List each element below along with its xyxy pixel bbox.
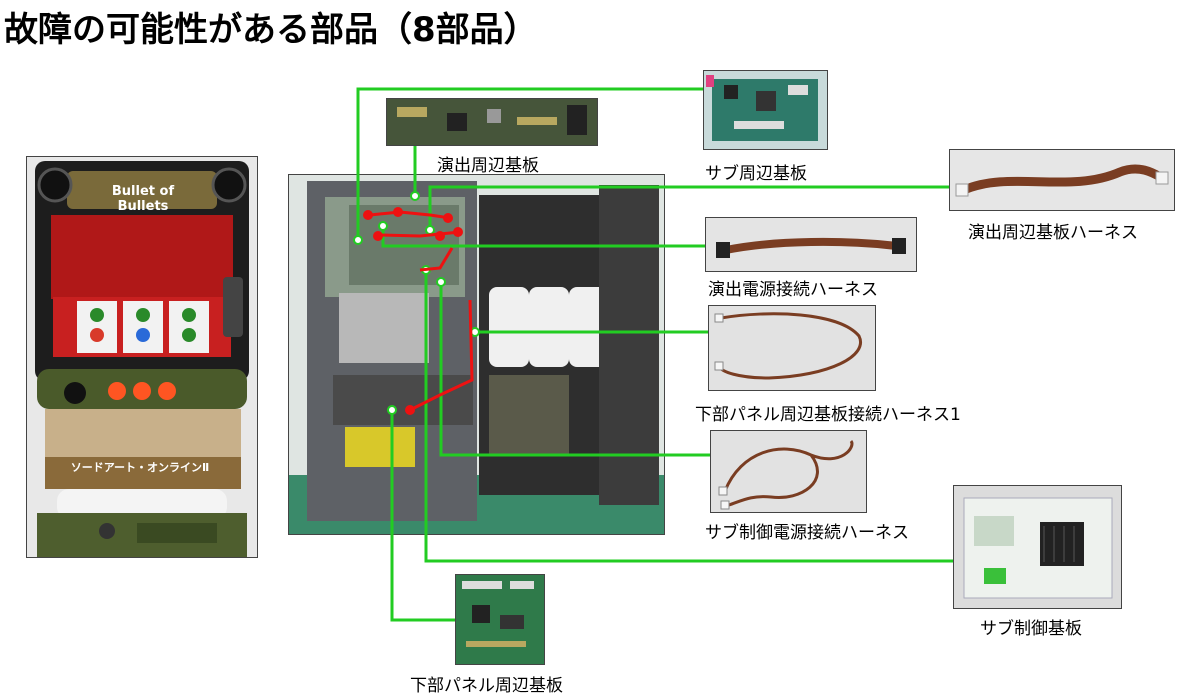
line-subctrl-harness <box>439 282 710 457</box>
cabinet-photo <box>288 174 665 535</box>
machine-sub-text: ソードアート・オンラインⅡ <box>70 461 210 474</box>
line-power-harness <box>381 226 705 248</box>
sub-board-photo <box>703 70 828 150</box>
line-sub-board <box>356 87 703 240</box>
red-markers <box>363 207 463 415</box>
ensyutsu-harness-label: 演出周辺基板ハーネス <box>968 223 1138 243</box>
circuit-board-icon <box>387 99 597 145</box>
red-wire-routes <box>369 210 474 412</box>
wire-harness-icon <box>706 218 916 271</box>
line-lower-board <box>390 410 455 622</box>
subctrl-board-label: サブ制御基板 <box>980 619 1082 639</box>
circuit-board-icon <box>456 575 544 664</box>
line-ensyutsu-harness <box>428 185 949 230</box>
ensyutsu-harness-photo <box>949 149 1175 211</box>
circuit-board-icon <box>704 71 827 149</box>
power-harness-photo <box>705 217 917 272</box>
machine-photo <box>26 156 258 558</box>
lower-board-photo <box>455 574 545 665</box>
machine-logo-text: Bullet of Bullets <box>111 184 175 214</box>
line-subctrl-board <box>424 270 953 563</box>
subctrl-harness-label: サブ制御電源接続ハーネス <box>705 523 909 543</box>
power-harness-label: 演出電源接続ハーネス <box>708 280 878 300</box>
lower-board-label: 下部パネル周辺基板 <box>410 676 563 696</box>
subctrl-board-photo <box>953 485 1122 609</box>
wire-harness-icon <box>711 431 866 512</box>
page-title: 故障の可能性がある部品（8部品） <box>4 10 538 50</box>
pachislot-machine-icon <box>27 157 257 557</box>
ensyutsu-board-photo <box>386 98 598 146</box>
lower-harness-1-photo <box>708 305 876 391</box>
ensyutsu-board-label: 演出周辺基板 <box>437 156 539 176</box>
subctrl-harness-photo <box>710 430 867 513</box>
sub-board-label: サブ周辺基板 <box>705 164 807 184</box>
circuit-board-icon <box>954 486 1121 608</box>
open-cabinet-icon <box>289 175 664 534</box>
wire-harness-icon <box>950 150 1174 210</box>
wire-harness-icon <box>709 306 875 390</box>
lower-harness-1-label: 下部パネル周辺基板接続ハーネス1 <box>695 405 961 425</box>
